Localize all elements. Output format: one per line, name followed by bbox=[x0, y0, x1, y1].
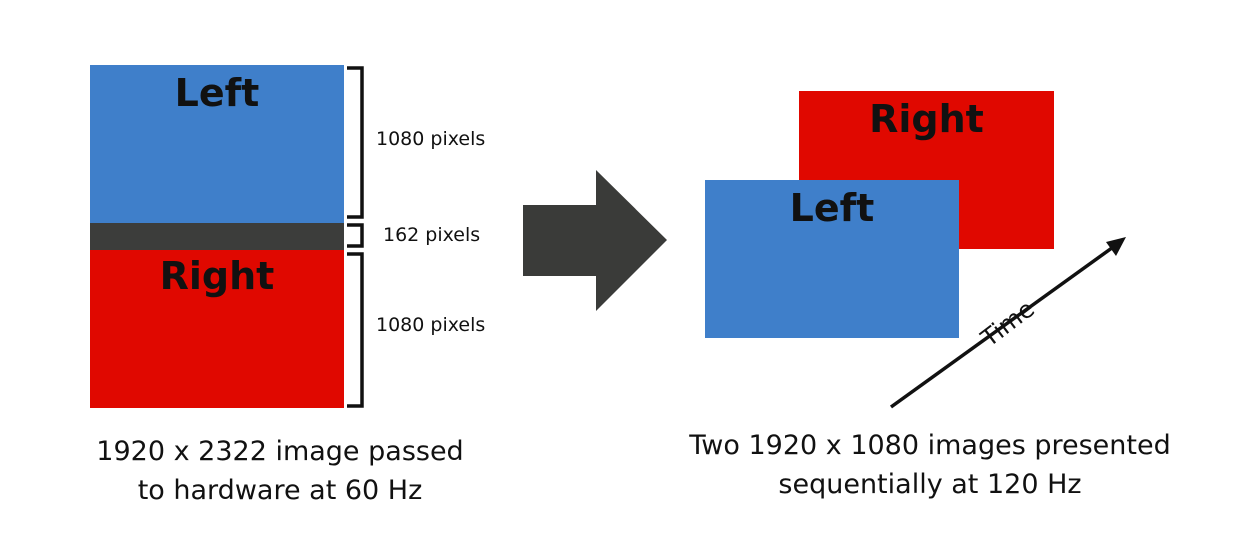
stacked-caption: 1920 x 2322 image passed to hardware at … bbox=[60, 432, 500, 510]
time-arrow bbox=[889, 237, 1126, 409]
sequential-caption: Two 1920 x 1080 images presented sequent… bbox=[640, 426, 1220, 504]
stacked-caption-line2: to hardware at 60 Hz bbox=[137, 475, 423, 506]
gap-height-bracket bbox=[347, 223, 364, 248]
right-eye-frame: Right bbox=[90, 250, 344, 408]
stacked-caption-line1: 1920 x 2322 image passed bbox=[96, 436, 464, 467]
transition-arrow bbox=[523, 170, 667, 311]
top-height-bracket bbox=[347, 66, 364, 219]
right-frame-label: Right bbox=[159, 254, 275, 298]
sequential-caption-line2: sequentially at 120 Hz bbox=[778, 469, 1082, 500]
top-height-label: 1080 pixels bbox=[376, 128, 486, 150]
sequential-right-label: Right bbox=[869, 97, 984, 141]
gap-height-label: 162 pixels bbox=[383, 224, 481, 246]
dimension-brackets bbox=[347, 66, 364, 408]
sequential-caption-line1: Two 1920 x 1080 images presented bbox=[689, 430, 1171, 461]
bottom-height-bracket bbox=[347, 252, 364, 408]
bottom-height-label: 1080 pixels bbox=[376, 314, 486, 336]
sequential-left-label: Left bbox=[789, 186, 875, 230]
sequential-left-frame: Left bbox=[705, 180, 959, 338]
blanking-gap-bar bbox=[90, 223, 344, 250]
left-frame-label: Left bbox=[174, 71, 260, 115]
left-eye-frame: Left bbox=[90, 65, 344, 223]
